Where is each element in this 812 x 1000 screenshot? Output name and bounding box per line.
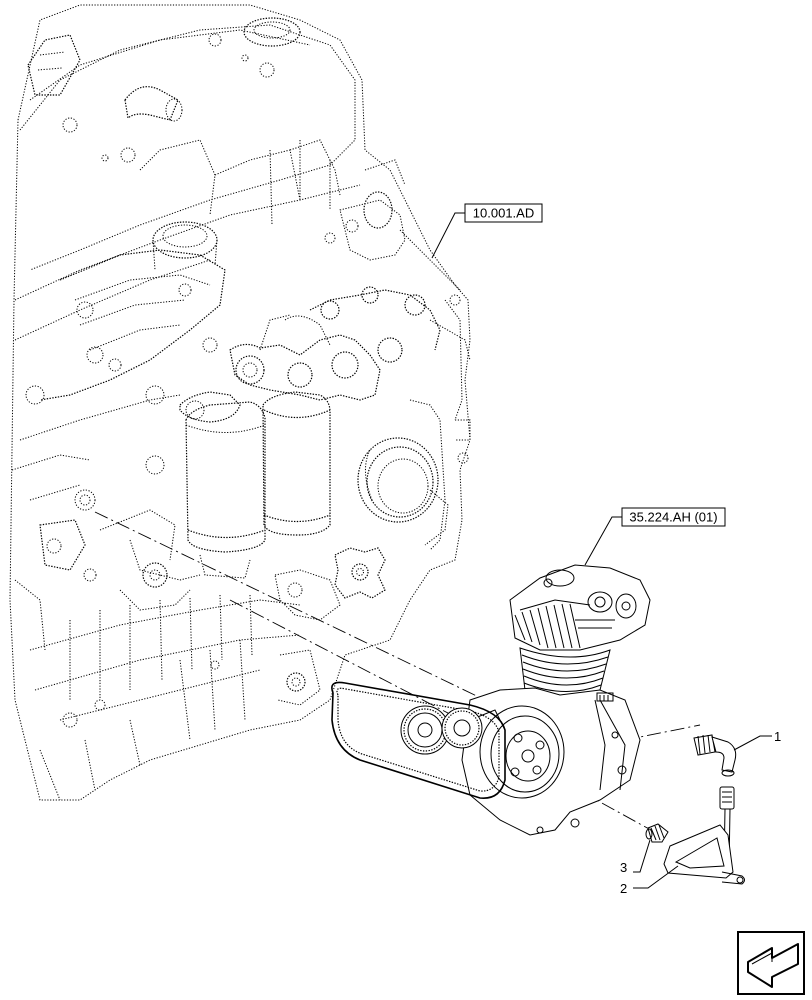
part-3-connector [645, 823, 669, 843]
next-page-arrow-icon[interactable] [737, 931, 805, 995]
callout-3-number: 3 [620, 860, 627, 875]
ref-label-engine[interactable]: 10.001.AD [431, 203, 543, 259]
part-1-elbow-fitting [693, 734, 737, 777]
drive-belt [331, 681, 506, 799]
air-compressor [461, 564, 651, 836]
callout-3: 3 [620, 839, 651, 875]
ref-label-compressor-text: 35.224.AH (01) [629, 510, 717, 525]
callout-1: 1 [733, 729, 781, 751]
part-2-tube-bracket [663, 786, 745, 885]
callout-2-number: 2 [620, 881, 627, 896]
callout-1-number: 1 [774, 729, 781, 744]
callout-2: 2 [620, 865, 679, 896]
ref-label-engine-text: 10.001.AD [473, 206, 534, 221]
engine-block [9, 4, 471, 801]
ref-label-compressor[interactable]: 35.224.AH (01) [584, 507, 726, 566]
